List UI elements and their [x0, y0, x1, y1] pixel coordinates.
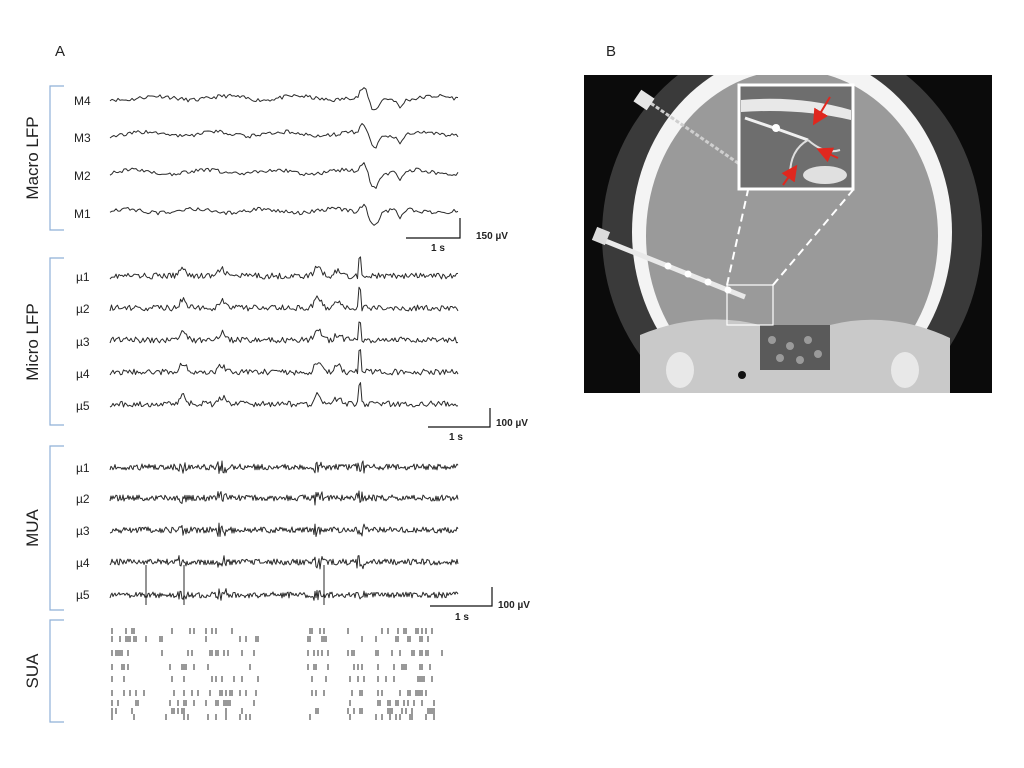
- mua-trace: [109, 490, 459, 506]
- macro-lfp-traces: [109, 87, 459, 226]
- macro-channel-label: M2: [74, 169, 91, 183]
- mua-channel-label: µ5: [76, 588, 90, 602]
- macro-lfp-title: Macro LFP: [23, 116, 42, 199]
- mua-channel-label: µ1: [76, 461, 90, 475]
- mua-scale-time: 1 s: [455, 612, 469, 623]
- micro-scale-time: 1 s: [449, 432, 463, 443]
- mua-channel-label: µ4: [76, 556, 90, 570]
- mua-channel-label: µ3: [76, 524, 90, 538]
- macro-scale-amp: 150 µV: [476, 231, 508, 242]
- mua-scale-bar: [430, 587, 493, 607]
- micro-lfp-trace: [109, 321, 459, 344]
- micro-lfp-traces: [109, 256, 459, 408]
- mua-trace: [109, 460, 459, 474]
- macro-channel-label: M4: [74, 94, 91, 108]
- red-arrow: [781, 164, 798, 186]
- macro-bracket: [49, 85, 64, 231]
- mua-trace: [109, 588, 459, 601]
- panel-a-label: A: [55, 43, 65, 60]
- micro-channel-label: µ1: [76, 270, 90, 284]
- macro-channel-label: M1: [74, 207, 91, 221]
- macro-scale-time: 1 s: [431, 243, 445, 254]
- sua-raster: [111, 628, 443, 720]
- mua-bracket: [49, 445, 64, 611]
- macro-scale-bar: [406, 218, 461, 239]
- red-arrow: [812, 96, 831, 126]
- micro-lfp-trace: [109, 256, 459, 280]
- macro-lfp-trace: [109, 123, 459, 149]
- micro-lfp-trace: [109, 382, 459, 408]
- micro-lfp-title: Micro LFP: [23, 303, 42, 380]
- macro-lfp-trace: [109, 203, 459, 226]
- micro-scale-amp: 100 µV: [496, 418, 528, 429]
- mua-scale-amp: 100 µV: [498, 600, 530, 611]
- mua-title: MUA: [23, 508, 42, 546]
- mua-channel-label: µ2: [76, 492, 90, 506]
- panel-b-label: B: [606, 43, 616, 60]
- micro-channel-label: µ2: [76, 302, 90, 316]
- mua-trace: [109, 522, 459, 537]
- sua-bracket: [49, 619, 64, 723]
- micro-lfp-trace: [109, 286, 459, 312]
- sua-title: SUA: [23, 653, 42, 689]
- ct-scan-image: [584, 75, 992, 393]
- micro-channel-label: µ4: [76, 367, 90, 381]
- macro-lfp-trace: [109, 162, 459, 189]
- micro-scale-bar: [428, 408, 491, 428]
- micro-lfp-trace: [109, 349, 459, 376]
- mua-traces: [109, 460, 459, 605]
- macro-channel-label: M3: [74, 131, 91, 145]
- micro-channel-label: µ3: [76, 335, 90, 349]
- red-arrow: [816, 147, 839, 163]
- mua-trace: [109, 555, 459, 570]
- micro-bracket: [49, 257, 64, 426]
- micro-channel-label: µ5: [76, 399, 90, 413]
- macro-lfp-trace: [109, 87, 459, 111]
